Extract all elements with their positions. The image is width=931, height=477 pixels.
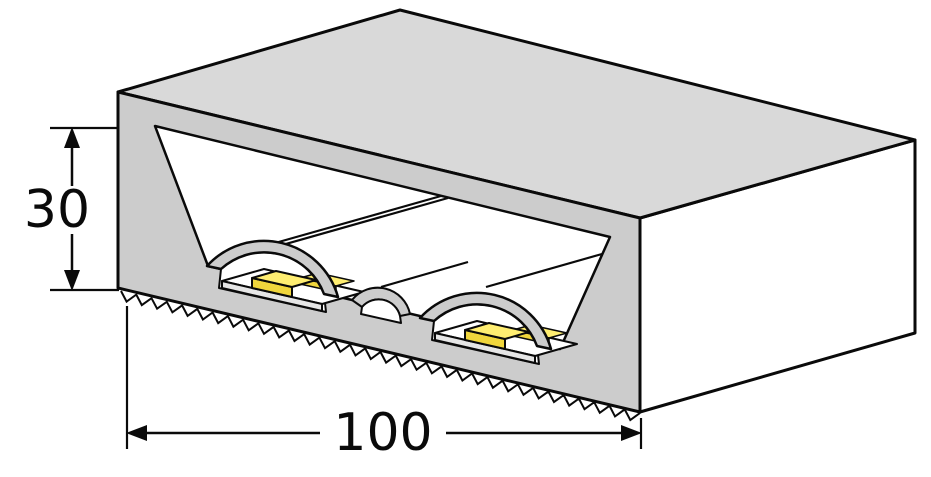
serrated-base-edge: [120, 290, 641, 422]
divider-arch-opening: [360, 298, 402, 324]
width-dimension-label: 100: [333, 403, 432, 463]
width-arrow-left-icon: [126, 425, 147, 441]
led-channel-right: [418, 291, 578, 365]
dimension-width: 100: [125, 306, 643, 463]
lens-dome-right: [418, 291, 553, 351]
lens-dome-left: [205, 239, 340, 299]
divider-arch: [351, 286, 411, 324]
height-dimension-label: 30: [24, 180, 90, 240]
cavity-receding-edge-3: [485, 252, 603, 289]
led-channel-left: [205, 239, 365, 313]
cavity-receding-edge-2: [267, 194, 442, 247]
width-arrow-right-icon: [621, 425, 642, 441]
height-arrow-down-icon: [64, 270, 80, 291]
cavity-receding-edge-4: [380, 260, 469, 289]
height-arrow-up-icon: [64, 127, 80, 148]
dimension-height: 30: [24, 126, 119, 292]
